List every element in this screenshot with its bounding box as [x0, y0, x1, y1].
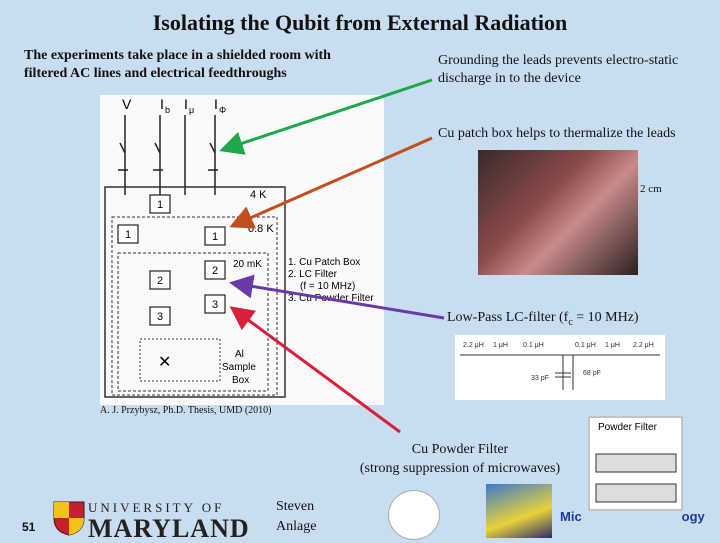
umd-shield-icon: [53, 501, 85, 536]
patch-box-text: Cu patch box helps to thermalize the lea…: [438, 126, 676, 141]
label-imu-sub: μ: [189, 105, 194, 115]
lc-filter-schematic: 2.2 μH 1 μH 0.1 μH 0.1 μH 1 μH 2.2 μH 33…: [455, 335, 665, 400]
legend-item: 1. Cu Patch Box: [288, 257, 360, 268]
temp-08k: 0.8 K: [248, 223, 274, 235]
sample-label: Box: [232, 375, 249, 386]
box-num: 1: [157, 199, 163, 211]
lpf-sub: c: [568, 316, 573, 328]
cap-label: 68 pF: [583, 370, 601, 377]
inductor-label: 0.1 μH: [523, 342, 544, 349]
author: Steven Anlage: [276, 497, 316, 537]
legend-item: (f = 10 MHz): [300, 281, 355, 292]
label-iphi: I: [214, 96, 218, 112]
author-line1: Steven: [276, 499, 315, 514]
lc-box-2a: [149, 270, 171, 290]
temp-4k: 4 K: [250, 189, 267, 201]
powder-line1: Cu Powder Filter: [411, 442, 509, 457]
powder-box-3b: [204, 294, 226, 314]
temp-20mk: 20 mK: [233, 259, 262, 270]
label-iphi-sub: Φ: [219, 105, 226, 115]
footer-text-end: ogy: [681, 509, 705, 524]
sample-label: Al: [235, 349, 244, 360]
box-num: 1: [125, 229, 131, 241]
lc-box-2b: [204, 260, 226, 280]
inductor-label: 2.2 μH: [633, 342, 654, 349]
box-num: 2: [212, 265, 218, 277]
wiring-schematic: V I b I μ I Φ 4 K 0.8 K 20 mK 1 1 1 2 2 …: [100, 95, 384, 405]
label-ib: I: [160, 96, 164, 112]
powder-coil-2: [595, 483, 677, 503]
sample-box: [139, 338, 221, 382]
box-num: 3: [157, 311, 163, 323]
label-v: V: [122, 96, 132, 112]
patch-box-photo: [478, 150, 638, 275]
powder-filter-text: Cu Powder Filter (strong suppression of …: [340, 440, 580, 478]
author-line2: Anlage: [276, 519, 317, 534]
slide-title: Isolating the Qubit from External Radiat…: [152, 10, 568, 35]
powder-box-3a: [149, 306, 171, 326]
sponsor-logo-icon: [486, 484, 552, 538]
lpf-prefix: Low-Pass LC-filter (f: [447, 310, 569, 325]
citation: A. J. Przybysz, Ph.D. Thesis, UMD (2010): [100, 405, 272, 416]
experiments-text: The experiments take place in a shielded…: [24, 48, 331, 81]
lead-lines: [118, 115, 218, 195]
qubit-cross-icon: ✕: [158, 354, 171, 371]
footer-text: Mic ogy: [560, 509, 705, 524]
powder-line2: (strong suppression of microwaves): [359, 461, 561, 476]
stage-08k: [111, 216, 278, 396]
photo-scale: 2 cm: [640, 183, 662, 195]
slide-number: 51: [22, 520, 36, 534]
inductor-label: 2.2 μH: [463, 342, 484, 349]
footer-text-start: Mic: [560, 509, 582, 524]
powder-coil-1: [595, 453, 677, 473]
legend-item: 2. LC Filter: [288, 269, 338, 280]
umd-logo: UNIVERSITY OF MARYLAND: [88, 500, 250, 542]
center-logo-icon: [388, 490, 440, 540]
inductor-label: 1 μH: [493, 342, 508, 349]
patch-box-1a: [149, 194, 171, 214]
lpf-suffix: = 10 MHz): [572, 310, 639, 325]
logo-line2: MARYLAND: [88, 514, 250, 543]
cap-label: 33 pF: [531, 375, 549, 382]
patch-box-1c: [204, 226, 226, 246]
powder-filter-label: Powder Filter: [598, 422, 658, 433]
legend-item: 3. Cu Powder Filter: [288, 293, 374, 304]
sample-label: Sample: [222, 362, 256, 373]
label-ib-sub: b: [165, 105, 170, 115]
inductor-label: 1 μH: [605, 342, 620, 349]
logo-line1: UNIVERSITY OF: [88, 500, 225, 515]
inductor-label: 0.1 μH: [575, 342, 596, 349]
box-num: 1: [212, 231, 218, 243]
label-imu: I: [184, 96, 188, 112]
box-num: 2: [157, 275, 163, 287]
box-num: 3: [212, 299, 218, 311]
grounding-text: Grounding the leads prevents electro-sta…: [438, 53, 679, 86]
patch-box-1b: [117, 224, 139, 244]
lc-filter-text: Low-Pass LC-filter (fc = 10 MHz): [447, 310, 639, 328]
stage-20mk: [117, 252, 269, 392]
powder-filter-diagram: Powder Filter: [588, 416, 683, 511]
